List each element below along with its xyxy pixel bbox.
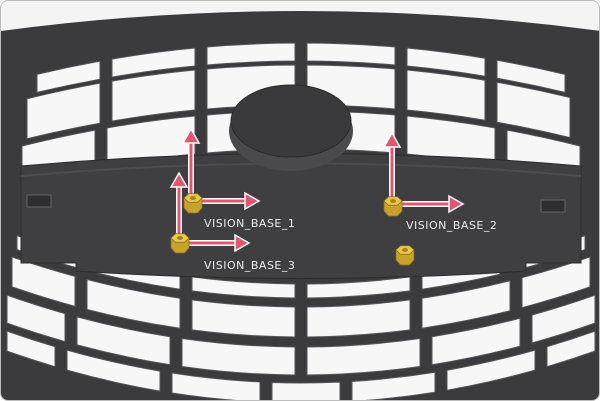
grille-window — [11, 256, 76, 308]
vision-base-3-label: VISION_BASE_3 — [204, 259, 296, 272]
grille-window — [306, 276, 411, 299]
grille-window — [111, 47, 196, 78]
grille-window — [496, 59, 566, 93]
grille-window — [206, 42, 296, 66]
grille-window — [306, 299, 411, 338]
grille-window — [406, 47, 486, 77]
grille-window — [496, 81, 571, 139]
grille-window — [431, 317, 521, 366]
grille-window — [421, 280, 511, 329]
clip-bracket — [26, 194, 52, 208]
grille-window — [181, 337, 296, 376]
grille-window — [546, 330, 596, 368]
grille-window — [351, 371, 436, 400]
grille-window — [271, 381, 341, 400]
axis-arrow-head — [234, 233, 251, 253]
emblem-face — [230, 84, 352, 158]
grille-window — [111, 69, 196, 122]
grille-window — [26, 82, 101, 140]
hex-nut-hole — [190, 196, 196, 200]
axis-arrow-head — [169, 171, 189, 188]
grille-window — [446, 349, 536, 391]
grille-window — [306, 42, 396, 66]
axis-arrow-head — [181, 127, 201, 144]
vision-base-1-label: VISION_BASE_1 — [204, 217, 296, 230]
grille-window — [406, 69, 486, 121]
grille-window — [76, 316, 171, 366]
grille-window — [191, 276, 296, 299]
mounting-plate — [20, 153, 582, 279]
grille-window — [531, 294, 596, 344]
grille-window — [306, 337, 421, 376]
grille-window — [6, 330, 56, 368]
grille-window — [521, 256, 591, 309]
clip-bracket — [540, 199, 566, 213]
hex-nut-hole — [402, 248, 408, 252]
grille-window — [36, 60, 101, 93]
grille-window — [6, 294, 66, 343]
grille-window — [171, 372, 261, 400]
grille-window — [191, 299, 296, 338]
hex-nut-hole — [177, 236, 183, 240]
grille-window — [66, 349, 161, 392]
grille-window — [86, 278, 181, 329]
axis-arrow-head — [448, 194, 465, 214]
axis-arrow-head — [382, 131, 402, 148]
hex-nut-hole — [390, 199, 396, 203]
vision-base-2-label: VISION_BASE_2 — [406, 219, 498, 232]
axis-arrow-head — [244, 191, 261, 211]
